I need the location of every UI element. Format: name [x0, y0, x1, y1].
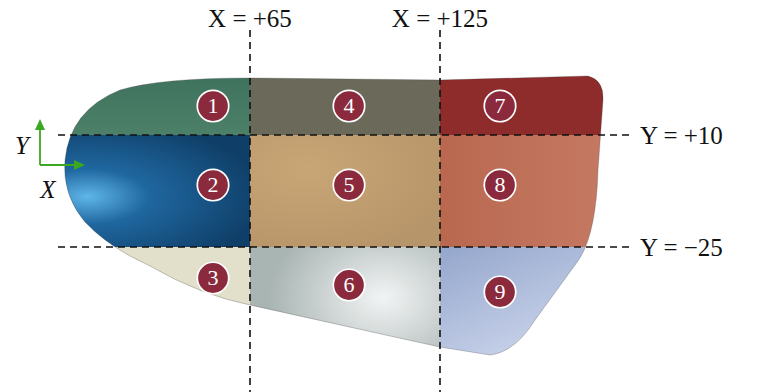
- callout-number: 4: [344, 95, 355, 117]
- callout-number: 8: [495, 174, 506, 196]
- callout-number: 1: [208, 95, 219, 117]
- callout-number: 6: [344, 274, 355, 296]
- callout-circle: 5: [332, 168, 366, 202]
- callout-circle: 6: [332, 268, 366, 302]
- axis-label: Y: [15, 133, 29, 158]
- callout-circle: 1: [196, 89, 230, 123]
- callout-number: 3: [208, 267, 219, 289]
- cut-plane-label: X = +125: [392, 6, 488, 31]
- callout-number: 7: [495, 95, 506, 117]
- cut-plane-label: Y = −25: [640, 235, 723, 260]
- callout-circle: 2: [196, 168, 230, 202]
- callout-circle: 3: [196, 261, 230, 295]
- callout-circle: 7: [483, 89, 517, 123]
- callout-circle: 8: [483, 168, 517, 202]
- callout-circle: 9: [483, 275, 517, 309]
- cut-plane-label: X = +65: [208, 6, 292, 31]
- cut-plane-label: Y = +10: [640, 123, 723, 148]
- callout-circle: 4: [332, 89, 366, 123]
- callout-number: 9: [495, 281, 506, 303]
- axis-label: X: [40, 177, 55, 202]
- callout-number: 2: [208, 174, 219, 196]
- callout-number: 5: [344, 174, 355, 196]
